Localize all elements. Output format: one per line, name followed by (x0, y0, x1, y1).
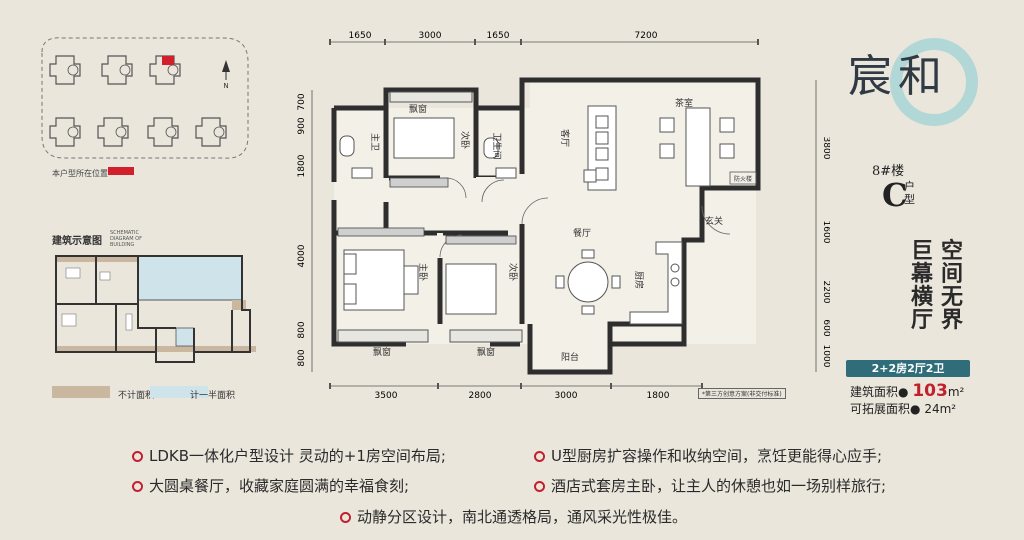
feature-item: 动静分区设计，南北通透格局，通风采光性极佳。 (340, 506, 687, 527)
building-diagram-subtitle: SCHEMATIC DIAGRAM OF BUILDING (110, 230, 142, 248)
unit-location-caption: 本户型所在位置 (52, 169, 108, 178)
label-tea-room: 茶室 (675, 97, 693, 109)
third-party-notice: *第三方创意方案(非交付标准) (698, 388, 786, 399)
bullet-icon (534, 481, 545, 492)
ext-area-value: 24 (924, 402, 940, 416)
built-area: 建筑面积● 103m² (850, 381, 965, 401)
building-schematic (55, 255, 256, 363)
dim-right-4: 600 (821, 319, 830, 336)
feature-item: 酒店式套房主卧，让主人的休憩也如一场别样旅行; (534, 475, 886, 496)
extendable-area: 可拓展面积● 24m² (850, 402, 957, 416)
dim-bottom-4: 1800 (647, 391, 670, 400)
ext-area-label: 可拓展面积 (850, 402, 911, 416)
dim-bottom-1: 3500 (375, 391, 398, 400)
built-area-label: 建筑面积 (850, 385, 899, 399)
dim-right-3: 2200 (821, 281, 830, 304)
dim-top-2: 3000 (419, 31, 442, 41)
bullet-icon (132, 481, 143, 492)
label-kitchen: 厨房 (633, 271, 645, 289)
building-diagram-title: 建筑示意图 (52, 236, 102, 247)
unit-type-letter: C (882, 176, 908, 214)
slogan-right: 空间无界 (940, 238, 963, 333)
dim-right-1: 3800 (821, 137, 830, 160)
dim-left-4: 4000 (297, 244, 307, 267)
dim-right-2: 1600 (821, 221, 830, 244)
ext-area-unit: m² (939, 402, 957, 416)
dim-left-5: 800 (297, 321, 307, 338)
built-area-value: 103 (912, 381, 948, 401)
dim-left-1: 700 (297, 93, 307, 110)
label-master-bath: 主卫 (369, 133, 381, 151)
bullet-icon (132, 451, 143, 462)
label-bay-window-1: 飘窗 (409, 103, 427, 115)
built-area-unit: m² (947, 385, 965, 399)
layout-badge: 2+2房2厅2卫 (846, 360, 970, 377)
north-label: N (223, 82, 228, 90)
label-second-bedroom-1: 次卧 (459, 131, 471, 149)
label-bathroom: 卫生间 (491, 132, 503, 159)
label-bay-window-3: 飘窗 (477, 346, 495, 358)
logo-ring-icon (890, 38, 978, 126)
bullet-icon (534, 451, 545, 462)
feature-item: U型厨房扩容操作和收纳空间，烹饪更能得心应手; (534, 445, 882, 466)
label-bay-window-2: 飘窗 (373, 346, 391, 358)
label-dining-room: 餐厅 (573, 227, 591, 239)
feature-item: 大圆桌餐厅，收藏家庭圆满的幸福食刻; (132, 475, 409, 496)
label-fire-shaft: 防火楼 (734, 175, 752, 183)
feature-item: LDKB一体化户型设计 灵动的+1房空间布局; (132, 445, 446, 466)
legend-label-half-counted: 计一半面积 (190, 391, 236, 401)
bullet-icon (340, 512, 351, 523)
label-balcony: 阳台 (561, 351, 579, 363)
dim-bottom-2: 2800 (469, 391, 492, 400)
dim-top-4: 7200 (635, 31, 658, 41)
label-entrance: 玄关 (705, 215, 723, 227)
unit-type-suffix: 户型 (904, 180, 915, 206)
site-key-plan: N (41, 37, 249, 159)
label-master-bedroom: 主卧 (417, 263, 429, 281)
building-number: 8#楼 (872, 164, 905, 179)
label-guest-hall: 客厅 (559, 129, 571, 147)
dim-left-2: 900 (297, 117, 307, 134)
unit-location-swatch (108, 167, 134, 175)
current-unit-marker (162, 56, 174, 65)
legend-label-not-counted: 不计面积 (118, 391, 155, 401)
legend-swatch-half-counted (150, 386, 208, 398)
floor-plan: 1650 3000 1650 7200 3500 2800 3000 1800 … (297, 31, 830, 400)
dim-left-6: 800 (297, 349, 307, 366)
brand-logo-text: 宸和 (848, 51, 948, 102)
label-second-bedroom-2: 次卧 (507, 263, 519, 281)
slogan-left: 巨幕横厅 (910, 238, 933, 333)
dim-right-5: 1000 (821, 345, 830, 368)
north-arrow-icon: N (222, 60, 230, 90)
dim-top-3: 1650 (487, 31, 510, 41)
dim-bottom-3: 3000 (555, 391, 578, 400)
dim-left-3: 1800 (297, 154, 307, 177)
dim-top-1: 1650 (349, 31, 372, 41)
legend-swatch-not-counted (52, 386, 110, 398)
